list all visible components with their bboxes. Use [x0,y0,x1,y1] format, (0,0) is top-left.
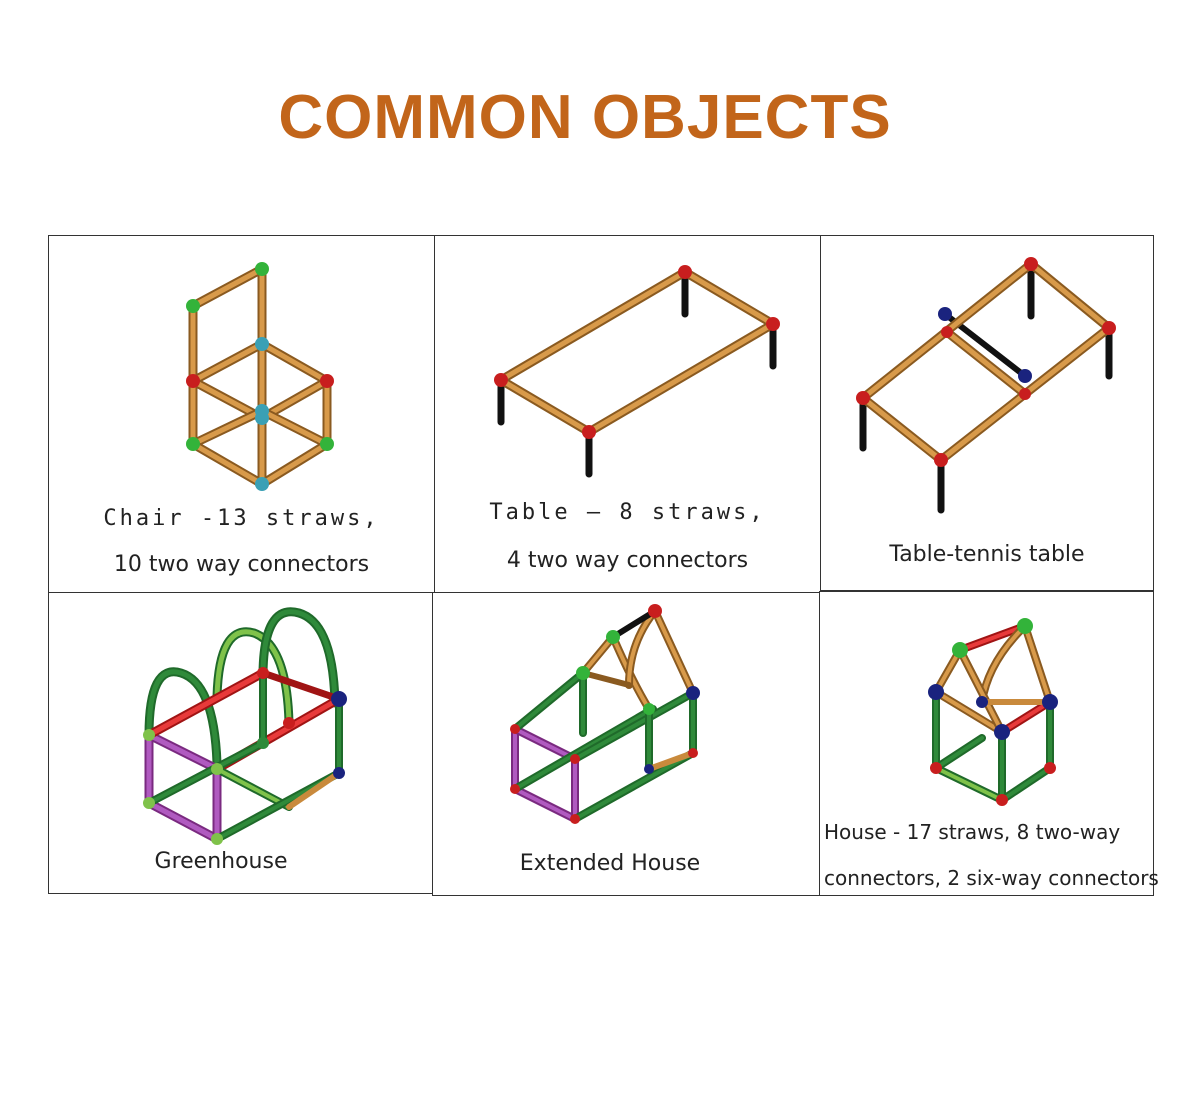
house-caption-line1: House - 17 straws, 8 two-way [824,820,1121,844]
table-caption-line1: Table – 8 straws, [489,500,766,525]
greenhouse-cell: Greenhouse [48,592,434,894]
table-cell: Table – 8 straws, 4 two way connectors [434,235,821,593]
table-tennis-caption: Table-tennis table [889,542,1085,567]
greenhouse-diagram [143,607,347,845]
chair-caption-line1: Chair -13 straws, [103,506,380,531]
chair-cell: Chair -13 straws, 10 two way connectors [48,235,435,593]
page-title: COMMON OBJECTS [278,83,892,152]
chair-caption-line2: 10 two way connectors [113,552,370,577]
house-caption-line2: connectors, 2 six-way connectors [824,866,1159,890]
house-diagram [928,618,1058,806]
table-diagram [494,265,780,478]
house-cell: House - 17 straws, 8 two-way connectors,… [819,591,1159,896]
extended-house-cell: Extended House [432,592,820,896]
extended-house-diagram [510,604,700,824]
table-tennis-cell: Table-tennis table [820,235,1154,591]
extended-house-caption: Extended House [519,851,701,876]
chair-diagram [186,262,334,491]
table-caption-line2: 4 two way connectors [506,548,749,573]
greenhouse-caption: Greenhouse [154,849,288,874]
table-tennis-diagram [856,257,1116,514]
